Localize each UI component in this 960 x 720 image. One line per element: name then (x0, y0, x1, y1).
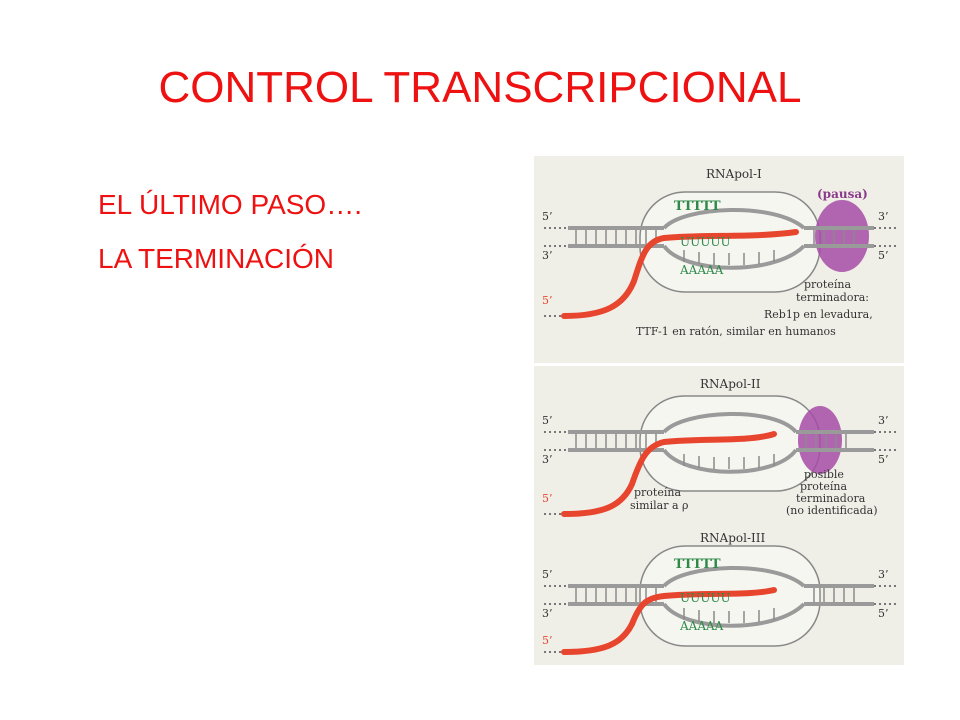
dna-base-pairs (575, 434, 847, 469)
end-label: 5’ (878, 607, 889, 620)
caption-line: terminadora: (796, 291, 869, 304)
terminator-protein (798, 406, 842, 474)
caption-line: proteína (800, 480, 847, 493)
enzyme-label: RNApol-II (700, 377, 761, 391)
end-label: 3’ (878, 568, 889, 581)
rna-transcript (561, 587, 777, 655)
bullet-item: LA TERMINACIÓN (98, 243, 334, 274)
end-label: 5’ (542, 568, 553, 581)
rna-transcript (561, 431, 777, 517)
rna-sequence: UUUUU (680, 591, 731, 605)
rna-end-label: 5’ (542, 634, 553, 647)
bullet-item: EL ÚLTIMO PASO…. (98, 189, 362, 220)
end-label: 3’ (542, 453, 553, 466)
dna-base-pairs (575, 230, 855, 265)
end-label: 3’ (878, 210, 889, 223)
rnapol-ii-iii-diagram: RNApol-II 5’ 3’ 3’ 5’ 5’ proteína simila… (542, 377, 896, 655)
end-label: 5’ (878, 249, 889, 262)
dna-sequence-top: TTTTT (674, 199, 721, 214)
caption-line: posible (804, 468, 844, 481)
enzyme-label: RNApol-III (700, 531, 765, 545)
rna-end-label: 5’ (542, 294, 553, 307)
end-label: 3’ (878, 414, 889, 427)
slide-title: CONTROL TRANSCRIPCIONAL (158, 63, 802, 112)
bullet-list: EL ÚLTIMO PASO…. LA TERMINACIÓN (98, 178, 362, 286)
dna-sequence-bottom: AAAAA (679, 263, 724, 277)
caption-line: similar a ρ (630, 499, 688, 512)
figure-panel-rnapol-ii-iii: RNApol-II 5’ 3’ 3’ 5’ 5’ proteína simila… (534, 366, 904, 665)
pause-protein (815, 200, 869, 272)
rna-sequence: UUUUU (680, 235, 731, 249)
caption-line: (no identificada) (786, 504, 878, 517)
pause-label: (pausa) (817, 187, 868, 201)
caption-line: Reb1p en levadura, (764, 308, 873, 321)
caption-line: TTF-1 en ratón, similar en humanos (636, 325, 836, 338)
end-label: 5’ (542, 414, 553, 427)
rnapol-i-diagram: RNApol-I (pausa) TTTTT UUUUU AAAAA 5’ 3’… (542, 167, 896, 338)
caption-line: proteína (634, 486, 681, 499)
rna-transcript (561, 229, 799, 319)
end-label: 5’ (542, 210, 553, 223)
enzyme-label: RNApol-I (706, 167, 762, 181)
dna-sequence-top: TTTTT (674, 557, 721, 572)
dna-sequence-bottom: AAAAA (679, 619, 724, 633)
figure-panel-rnapol-i: RNApol-I (pausa) TTTTT UUUUU AAAAA 5’ 3’… (534, 156, 904, 363)
end-label: 3’ (542, 249, 553, 262)
end-label: 3’ (542, 607, 553, 620)
caption-line: proteína (804, 278, 851, 291)
rna-end-label: 5’ (542, 492, 553, 505)
dna-base-pairs (575, 588, 855, 623)
end-label: 5’ (878, 453, 889, 466)
caption-line: terminadora (796, 492, 866, 505)
